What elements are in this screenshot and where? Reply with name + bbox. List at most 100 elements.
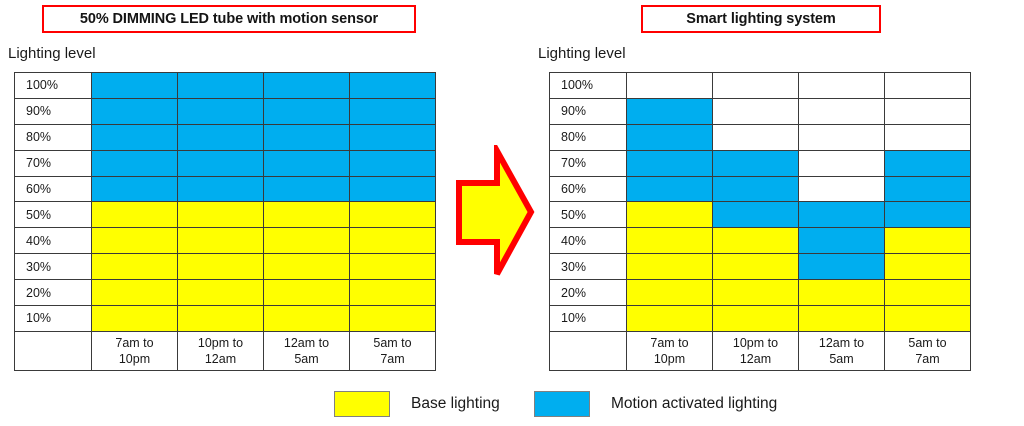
table-row: 50% bbox=[14, 201, 436, 229]
level-label: 80% bbox=[14, 123, 92, 151]
grid-cell bbox=[177, 149, 264, 177]
footer-corner-cell bbox=[14, 330, 92, 371]
grid-cell bbox=[798, 279, 885, 307]
grid-cell bbox=[91, 97, 178, 125]
footer-corner-cell bbox=[549, 330, 627, 371]
table-row: 10% bbox=[549, 305, 971, 332]
period-line: 7am to bbox=[650, 335, 689, 350]
grid-cell bbox=[626, 201, 713, 229]
grid-cell bbox=[263, 72, 350, 99]
grid-cell bbox=[91, 253, 178, 281]
yellow-swatch-icon bbox=[334, 391, 390, 417]
table-row: 80% bbox=[14, 123, 436, 151]
grid-cell bbox=[712, 97, 799, 125]
grid-cell bbox=[798, 149, 885, 177]
period-label: 12am to 5am bbox=[263, 330, 350, 371]
left-chart-panel: 50% DIMMING LED tube with motion sensor … bbox=[0, 0, 470, 426]
table-row: 80% bbox=[549, 123, 971, 151]
right-chart-title-box: Smart lighting system bbox=[641, 5, 881, 33]
grid-cell bbox=[884, 97, 971, 125]
level-label: 20% bbox=[14, 279, 92, 307]
right-arrow-icon bbox=[456, 145, 535, 276]
level-label: 100% bbox=[549, 72, 627, 99]
period-label: 5am to 7am bbox=[884, 330, 971, 371]
grid-cell bbox=[884, 279, 971, 307]
grid-cell bbox=[177, 97, 264, 125]
grid-cell bbox=[177, 279, 264, 307]
level-label: 70% bbox=[549, 149, 627, 177]
grid-cell bbox=[626, 97, 713, 125]
period-line: 7am to bbox=[115, 335, 154, 350]
right-chart-title: Smart lighting system bbox=[686, 11, 836, 27]
period-line: 12am bbox=[739, 351, 772, 366]
level-label: 90% bbox=[549, 97, 627, 125]
grid-cell bbox=[712, 253, 799, 281]
table-row: 60% bbox=[14, 175, 436, 203]
level-label: 30% bbox=[549, 253, 627, 281]
grid-cell bbox=[263, 123, 350, 151]
grid-cell bbox=[884, 227, 971, 255]
grid-cell bbox=[263, 149, 350, 177]
table-row: 40% bbox=[14, 227, 436, 255]
period-label: 5am to 7am bbox=[349, 330, 436, 371]
level-label: 50% bbox=[14, 201, 92, 229]
grid-cell bbox=[884, 123, 971, 151]
period-label: 7am to 10pm bbox=[626, 330, 713, 371]
grid-cell bbox=[91, 149, 178, 177]
grid-cell bbox=[349, 72, 436, 99]
table-row: 40% bbox=[549, 227, 971, 255]
grid-cell bbox=[884, 175, 971, 203]
period-line: 7am bbox=[915, 351, 940, 366]
grid-cell bbox=[349, 201, 436, 229]
right-chart-panel: Smart lighting system Lighting level 100… bbox=[530, 0, 1024, 426]
period-line: 10pm bbox=[653, 351, 686, 366]
table-row: 70% bbox=[14, 149, 436, 177]
grid-cell bbox=[91, 227, 178, 255]
period-label: 10pm to 12am bbox=[177, 330, 264, 371]
level-label: 50% bbox=[549, 201, 627, 229]
table-row: 90% bbox=[549, 97, 971, 125]
grid-cell bbox=[712, 175, 799, 203]
grid-cell bbox=[626, 227, 713, 255]
table-row: 50% bbox=[549, 201, 971, 229]
right-chart-axis-caption: Lighting level bbox=[538, 45, 626, 62]
grid-cell bbox=[884, 201, 971, 229]
grid-cell bbox=[798, 201, 885, 229]
level-label: 90% bbox=[14, 97, 92, 125]
grid-cell bbox=[177, 227, 264, 255]
table-row: 20% bbox=[549, 279, 971, 307]
period-line: 12am to bbox=[818, 335, 865, 350]
table-row: 60% bbox=[549, 175, 971, 203]
level-label: 10% bbox=[14, 305, 92, 332]
grid-cell bbox=[712, 201, 799, 229]
grid-cell bbox=[349, 227, 436, 255]
blue-swatch-icon bbox=[534, 391, 590, 417]
left-chart-axis-caption: Lighting level bbox=[8, 45, 96, 62]
grid-cell bbox=[177, 305, 264, 332]
period-label: 12am to 5am bbox=[798, 330, 885, 371]
level-label: 60% bbox=[14, 175, 92, 203]
period-line: 10pm bbox=[118, 351, 151, 366]
table-row: 20% bbox=[14, 279, 436, 307]
grid-cell bbox=[349, 279, 436, 307]
grid-cell bbox=[349, 149, 436, 177]
grid-cell bbox=[177, 123, 264, 151]
level-label: 100% bbox=[14, 72, 92, 99]
grid-cell bbox=[349, 97, 436, 125]
grid-cell bbox=[349, 175, 436, 203]
grid-cell bbox=[263, 305, 350, 332]
table-row: 70% bbox=[549, 149, 971, 177]
legend-label-motion-activated-lighting: Motion activated lighting bbox=[611, 395, 778, 412]
table-row: 90% bbox=[14, 97, 436, 125]
grid-cell bbox=[263, 279, 350, 307]
grid-cell bbox=[884, 253, 971, 281]
grid-cell bbox=[263, 227, 350, 255]
grid-cell bbox=[177, 175, 264, 203]
table-row: 30% bbox=[549, 253, 971, 281]
grid-cell bbox=[91, 305, 178, 332]
grid-cell bbox=[626, 253, 713, 281]
grid-cell bbox=[263, 201, 350, 229]
level-label: 10% bbox=[549, 305, 627, 332]
grid-cell bbox=[798, 227, 885, 255]
grid-cell bbox=[798, 97, 885, 125]
